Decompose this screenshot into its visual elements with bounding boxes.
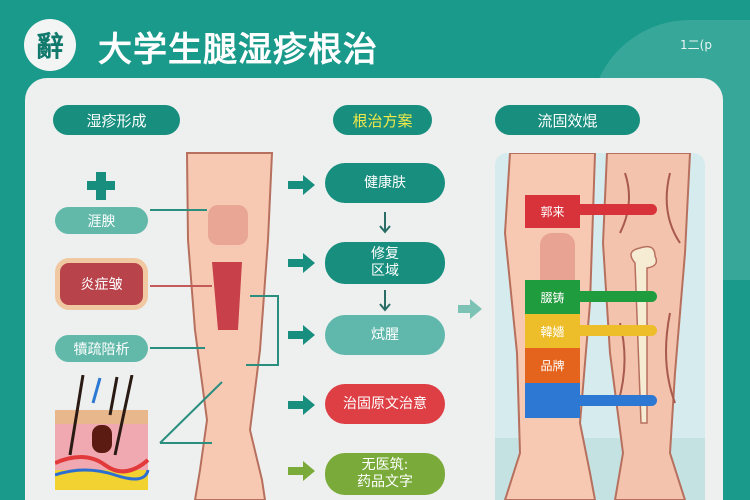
step-healthy-skin: 健康肤 — [325, 163, 445, 203]
step-4: 治固原文治意 — [325, 384, 445, 424]
legend-label-yellow: 韓嬙 — [525, 314, 580, 348]
page-title: 大学生腿湿疹根治 — [98, 30, 378, 70]
section-plan: 根治方案 — [333, 105, 432, 135]
step-label: 修复 区域 — [371, 246, 399, 279]
step-repair-area: 修复 区域 — [325, 242, 445, 284]
legend-bar-red — [575, 204, 657, 215]
step-label: 治固原文治意 — [343, 395, 427, 412]
step-3: 烒腥 — [325, 315, 445, 355]
legend-label-orange: 品牌 — [525, 348, 580, 383]
legend-bar-blue — [575, 395, 657, 406]
section-effect: 流固效焜 — [495, 105, 640, 135]
label-skin: 涯腴 — [55, 207, 148, 234]
leg-illustration — [150, 152, 279, 500]
legend-label-blue — [525, 383, 580, 418]
step-5: 无医筑: 药品文字 — [325, 453, 445, 495]
legend-label-red: 郭来 — [525, 195, 580, 228]
step-label: 无医筑: 药品文字 — [357, 457, 413, 490]
flow-arrows — [288, 175, 482, 481]
label-analysis: 犢疏陪析 — [55, 335, 148, 362]
skin-cross-section-illustration — [55, 375, 150, 490]
legend-label-green: 腏铸 — [525, 280, 580, 314]
legend-bar-green — [575, 291, 657, 302]
legend-bar-yellow — [575, 325, 657, 336]
inflammation-tissue: 炎症皱 — [55, 258, 148, 310]
section-formation: 湿疹形成 — [53, 105, 180, 135]
logo: 辭 — [24, 19, 76, 71]
step-label: 健康肤 — [364, 174, 406, 191]
plus-icon-vertical — [96, 172, 106, 200]
corner-badge: 1二(p — [680, 38, 712, 52]
step-label: 烒腥 — [371, 326, 399, 343]
